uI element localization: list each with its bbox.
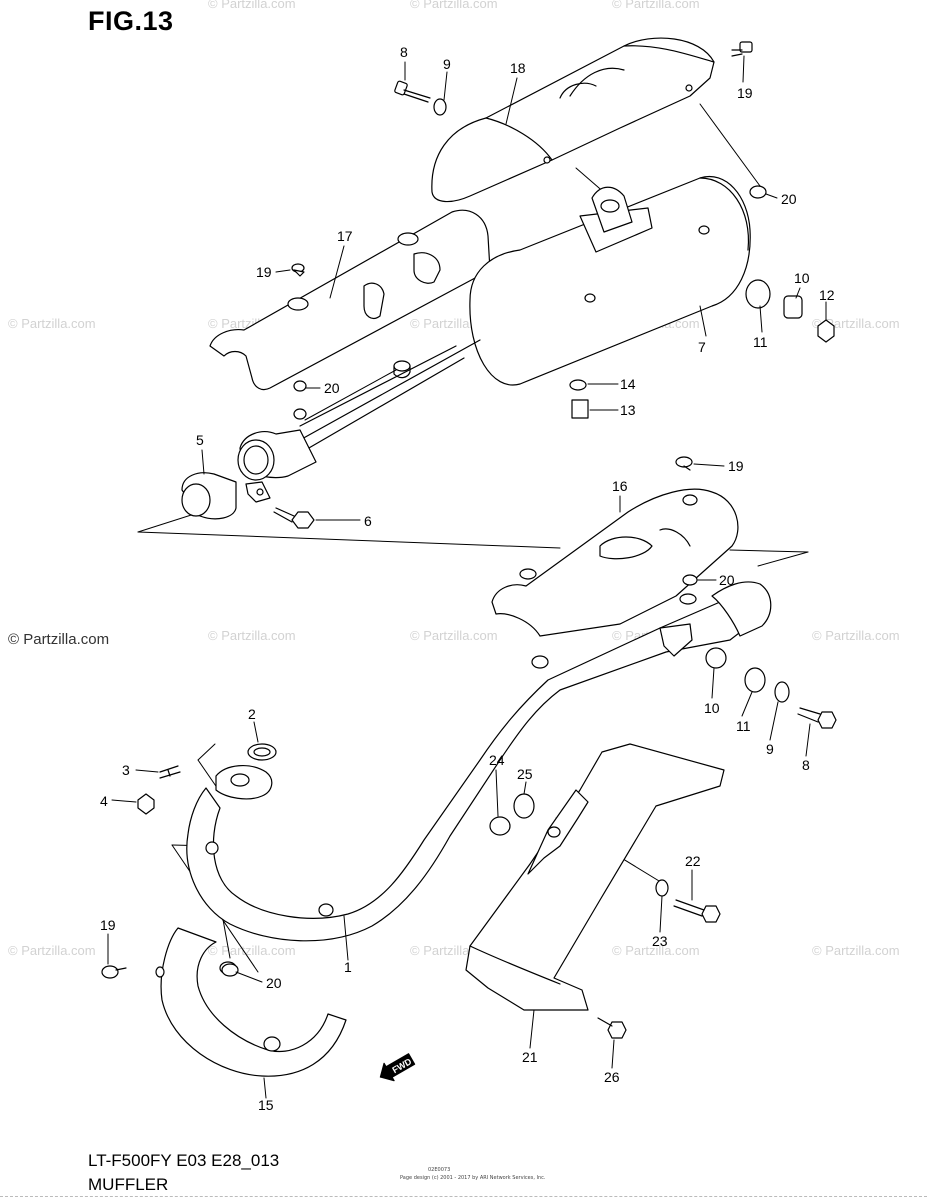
watermark: © Partzilla.com bbox=[8, 316, 96, 331]
callout-20: 20 bbox=[719, 572, 735, 588]
image-code: 02E0073 bbox=[428, 1167, 451, 1173]
callout-9: 9 bbox=[766, 741, 774, 757]
watermark: © Partzilla.com bbox=[208, 0, 296, 11]
upper-heat-shield-18 bbox=[431, 37, 715, 203]
callout-12: 12 bbox=[819, 287, 835, 303]
exhaust-pipe-1 bbox=[186, 581, 772, 942]
callout-16: 16 bbox=[612, 478, 628, 494]
watermark: © Partzilla.com bbox=[612, 943, 700, 958]
callout-9: 9 bbox=[443, 56, 451, 72]
lower-heat-guard-15 bbox=[155, 927, 347, 1077]
callout-8: 8 bbox=[400, 44, 408, 60]
callout-19: 19 bbox=[100, 917, 116, 933]
callout-11: 11 bbox=[736, 718, 751, 734]
callout-numbers: 8 9 18 19 20 17 19 10 12 11 7 20 14 13 5… bbox=[100, 44, 835, 1113]
callout-26: 26 bbox=[604, 1069, 620, 1085]
watermark: © Partzilla.com bbox=[410, 0, 498, 11]
callout-25: 25 bbox=[517, 766, 533, 782]
callout-20: 20 bbox=[266, 975, 282, 991]
copyright-note: Page design (c) 2001 - 2017 by ARI Netwo… bbox=[400, 1175, 546, 1181]
callout-4: 4 bbox=[100, 793, 108, 809]
callout-22: 22 bbox=[685, 853, 701, 869]
callout-10: 10 bbox=[794, 270, 810, 286]
callout-15: 15 bbox=[258, 1097, 274, 1113]
callout-2: 2 bbox=[248, 706, 256, 722]
watermark: © Partzilla.com bbox=[208, 943, 296, 958]
muffler-body-7 bbox=[237, 175, 751, 503]
callout-10: 10 bbox=[704, 700, 720, 716]
watermark: © Partzilla.com bbox=[612, 0, 700, 11]
model-code: LT-F500FY E03 E28_013 bbox=[88, 1151, 280, 1170]
callout-19: 19 bbox=[256, 264, 272, 280]
callout-5: 5 bbox=[196, 432, 204, 448]
callout-8: 8 bbox=[802, 757, 810, 773]
callout-3: 3 bbox=[122, 762, 130, 778]
watermark: © Partzilla.com bbox=[812, 943, 900, 958]
side-heat-guard-21 bbox=[465, 743, 725, 1011]
watermark-prominent: © Partzilla.com bbox=[8, 631, 110, 648]
callout-23: 23 bbox=[652, 933, 668, 949]
watermark: © Partzilla.com bbox=[208, 628, 296, 643]
callout-19: 19 bbox=[737, 85, 753, 101]
callout-1: 1 bbox=[344, 959, 352, 975]
callout-24: 24 bbox=[489, 752, 505, 768]
leader-lines bbox=[107, 55, 827, 1099]
callout-11: 11 bbox=[753, 334, 768, 350]
callout-17: 17 bbox=[337, 228, 353, 244]
callout-20: 20 bbox=[324, 380, 340, 396]
lower-heat-shield-17 bbox=[209, 209, 491, 391]
center-heat-shield-16 bbox=[491, 488, 739, 637]
callout-7: 7 bbox=[698, 339, 706, 355]
figure-title: FIG.13 bbox=[88, 6, 174, 36]
hardware bbox=[101, 41, 837, 1039]
fwd-arrow-badge bbox=[379, 1053, 416, 1082]
callout-14: 14 bbox=[620, 376, 636, 392]
callout-13: 13 bbox=[620, 402, 636, 418]
sleeve-5 bbox=[181, 472, 237, 520]
section-name: MUFFLER bbox=[88, 1175, 169, 1194]
callout-19: 19 bbox=[728, 458, 744, 474]
callout-6: 6 bbox=[364, 513, 372, 529]
watermark: © Partzilla.com bbox=[8, 943, 96, 958]
callout-21: 21 bbox=[522, 1049, 538, 1065]
watermark: © Partzilla.com bbox=[410, 628, 498, 643]
callout-18: 18 bbox=[510, 60, 526, 76]
bottom-divider bbox=[0, 1196, 927, 1197]
watermark: © Partzilla.com bbox=[812, 628, 900, 643]
callout-20: 20 bbox=[781, 191, 797, 207]
